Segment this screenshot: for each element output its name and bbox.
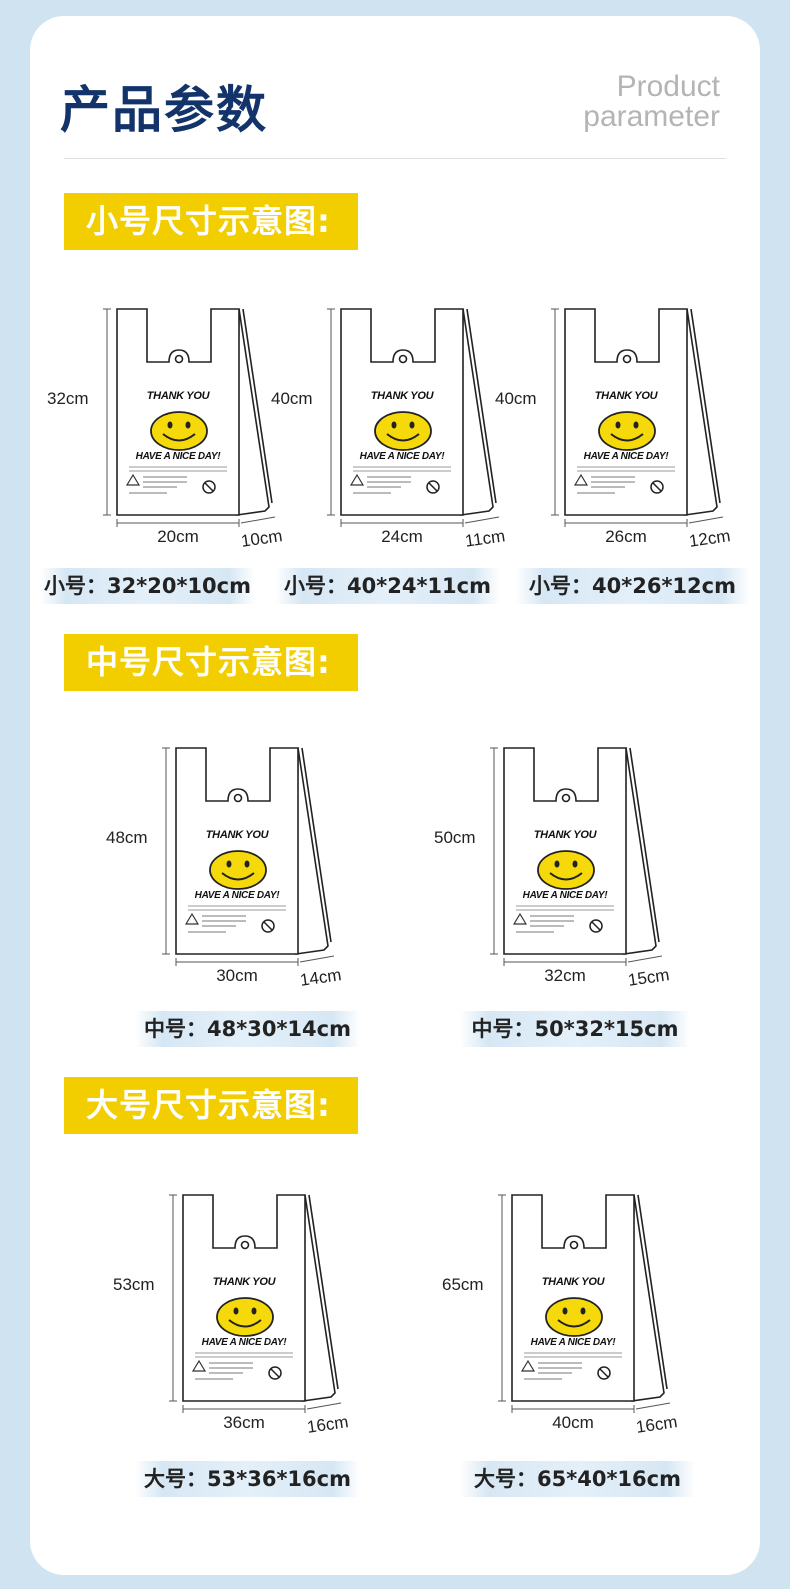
no-symbol-icon: [426, 480, 440, 494]
section-banner-medium: 中号尺寸示意图:: [64, 634, 358, 691]
recycle-icon: [191, 1359, 207, 1372]
bag-print-thank-you: THANK YOU: [370, 390, 434, 402]
bag-height-label: 53cm: [113, 1275, 155, 1294]
no-symbol-icon: [202, 480, 216, 494]
bag-height-label: 48cm: [106, 828, 148, 847]
bag-diagram: THANK YOU HAVE A NICE DAY! 65cm 40cm 16c…: [442, 1193, 712, 1443]
bag-height-label: 40cm: [495, 389, 537, 408]
smiley-face-icon: [598, 411, 656, 451]
bag-outline-graphic: [327, 308, 500, 527]
no-symbol-icon: [597, 1366, 611, 1380]
bag-width-label: 24cm: [381, 527, 423, 546]
bag-print-nice-day: HAVE A NICE DAY!: [522, 890, 608, 901]
bag-width-label: 36cm: [223, 1413, 265, 1432]
bag-height-label: 40cm: [271, 389, 313, 408]
recycle-icon: [520, 1359, 536, 1372]
bag-print-nice-day: HAVE A NICE DAY!: [530, 1337, 616, 1348]
smiley-face-icon: [545, 1297, 603, 1337]
smiley-face-icon: [374, 411, 432, 451]
bag-print-nice-day: HAVE A NICE DAY!: [135, 451, 221, 462]
bag-size-caption: 小号：32*20*10cm: [40, 568, 255, 604]
bag-width-label: 30cm: [216, 966, 258, 985]
section-banner-small: 小号尺寸示意图:: [64, 193, 358, 250]
bag-print-nice-day: HAVE A NICE DAY!: [583, 451, 669, 462]
bag-size-caption: 大号：53*36*16cm: [135, 1461, 360, 1497]
subtitle-line-1: Product: [616, 70, 720, 103]
bag-outline-graphic: [103, 308, 276, 527]
smiley-face-icon: [209, 850, 267, 890]
recycle-icon: [573, 473, 589, 486]
no-symbol-icon: [650, 480, 664, 494]
bag-outline-graphic: [498, 1194, 671, 1413]
bag-diagram: THANK YOU HAVE A NICE DAY! 48cm 30cm 14c…: [106, 746, 376, 996]
bag-size-caption: 中号：48*30*14cm: [135, 1011, 360, 1047]
smiley-face-icon: [216, 1297, 274, 1337]
bag-print-thank-you: THANK YOU: [541, 1276, 605, 1288]
bag-size-caption: 小号：40*26*12cm: [515, 568, 750, 604]
bag-print-thank-you: THANK YOU: [205, 829, 269, 841]
bag-size-caption: 中号：50*32*15cm: [460, 1011, 690, 1047]
header-divider: [64, 158, 726, 159]
bag-width-label: 40cm: [552, 1413, 594, 1432]
bag-width-label: 26cm: [605, 527, 647, 546]
recycle-icon: [349, 473, 365, 486]
bag-width-label: 20cm: [157, 527, 199, 546]
smiley-face-icon: [150, 411, 208, 451]
bag-outline-graphic: [551, 308, 724, 527]
bag-size-caption: 大号：65*40*16cm: [460, 1461, 695, 1497]
bag-outline-graphic: [169, 1194, 342, 1413]
bag-diagram: THANK YOU HAVE A NICE DAY! 53cm 36cm 16c…: [113, 1193, 383, 1443]
bag-print-thank-you: THANK YOU: [533, 829, 597, 841]
bag-height-label: 32cm: [47, 389, 89, 408]
recycle-icon: [125, 473, 141, 486]
bag-outline-graphic: [490, 747, 663, 966]
bag-diagram: THANK YOU HAVE A NICE DAY! 32cm 20cm 10c…: [47, 307, 317, 557]
bag-diagram: THANK YOU HAVE A NICE DAY! 50cm 32cm 15c…: [434, 746, 704, 996]
page-title: 产品参数: [60, 81, 268, 139]
bag-height-label: 65cm: [442, 1275, 484, 1294]
bag-diagram: THANK YOU HAVE A NICE DAY! 40cm 26cm 12c…: [495, 307, 765, 557]
bag-print-thank-you: THANK YOU: [146, 390, 210, 402]
no-symbol-icon: [261, 919, 275, 933]
bag-size-caption: 小号：40*24*11cm: [275, 568, 500, 604]
bag-height-label: 50cm: [434, 828, 476, 847]
no-symbol-icon: [268, 1366, 282, 1380]
section-banner-large: 大号尺寸示意图:: [64, 1077, 358, 1134]
no-symbol-icon: [589, 919, 603, 933]
bag-print-thank-you: THANK YOU: [594, 390, 658, 402]
recycle-icon: [184, 912, 200, 925]
bag-print-thank-you: THANK YOU: [212, 1276, 276, 1288]
bag-print-nice-day: HAVE A NICE DAY!: [194, 890, 280, 901]
bag-print-nice-day: HAVE A NICE DAY!: [359, 451, 445, 462]
page-subtitle-en: Product parameter: [583, 72, 720, 132]
bag-diagram: THANK YOU HAVE A NICE DAY! 40cm 24cm 11c…: [271, 307, 541, 557]
subtitle-line-2: parameter: [583, 100, 720, 133]
smiley-face-icon: [537, 850, 595, 890]
bag-print-nice-day: HAVE A NICE DAY!: [201, 1337, 287, 1348]
bag-outline-graphic: [162, 747, 335, 966]
recycle-icon: [512, 912, 528, 925]
bag-width-label: 32cm: [544, 966, 586, 985]
